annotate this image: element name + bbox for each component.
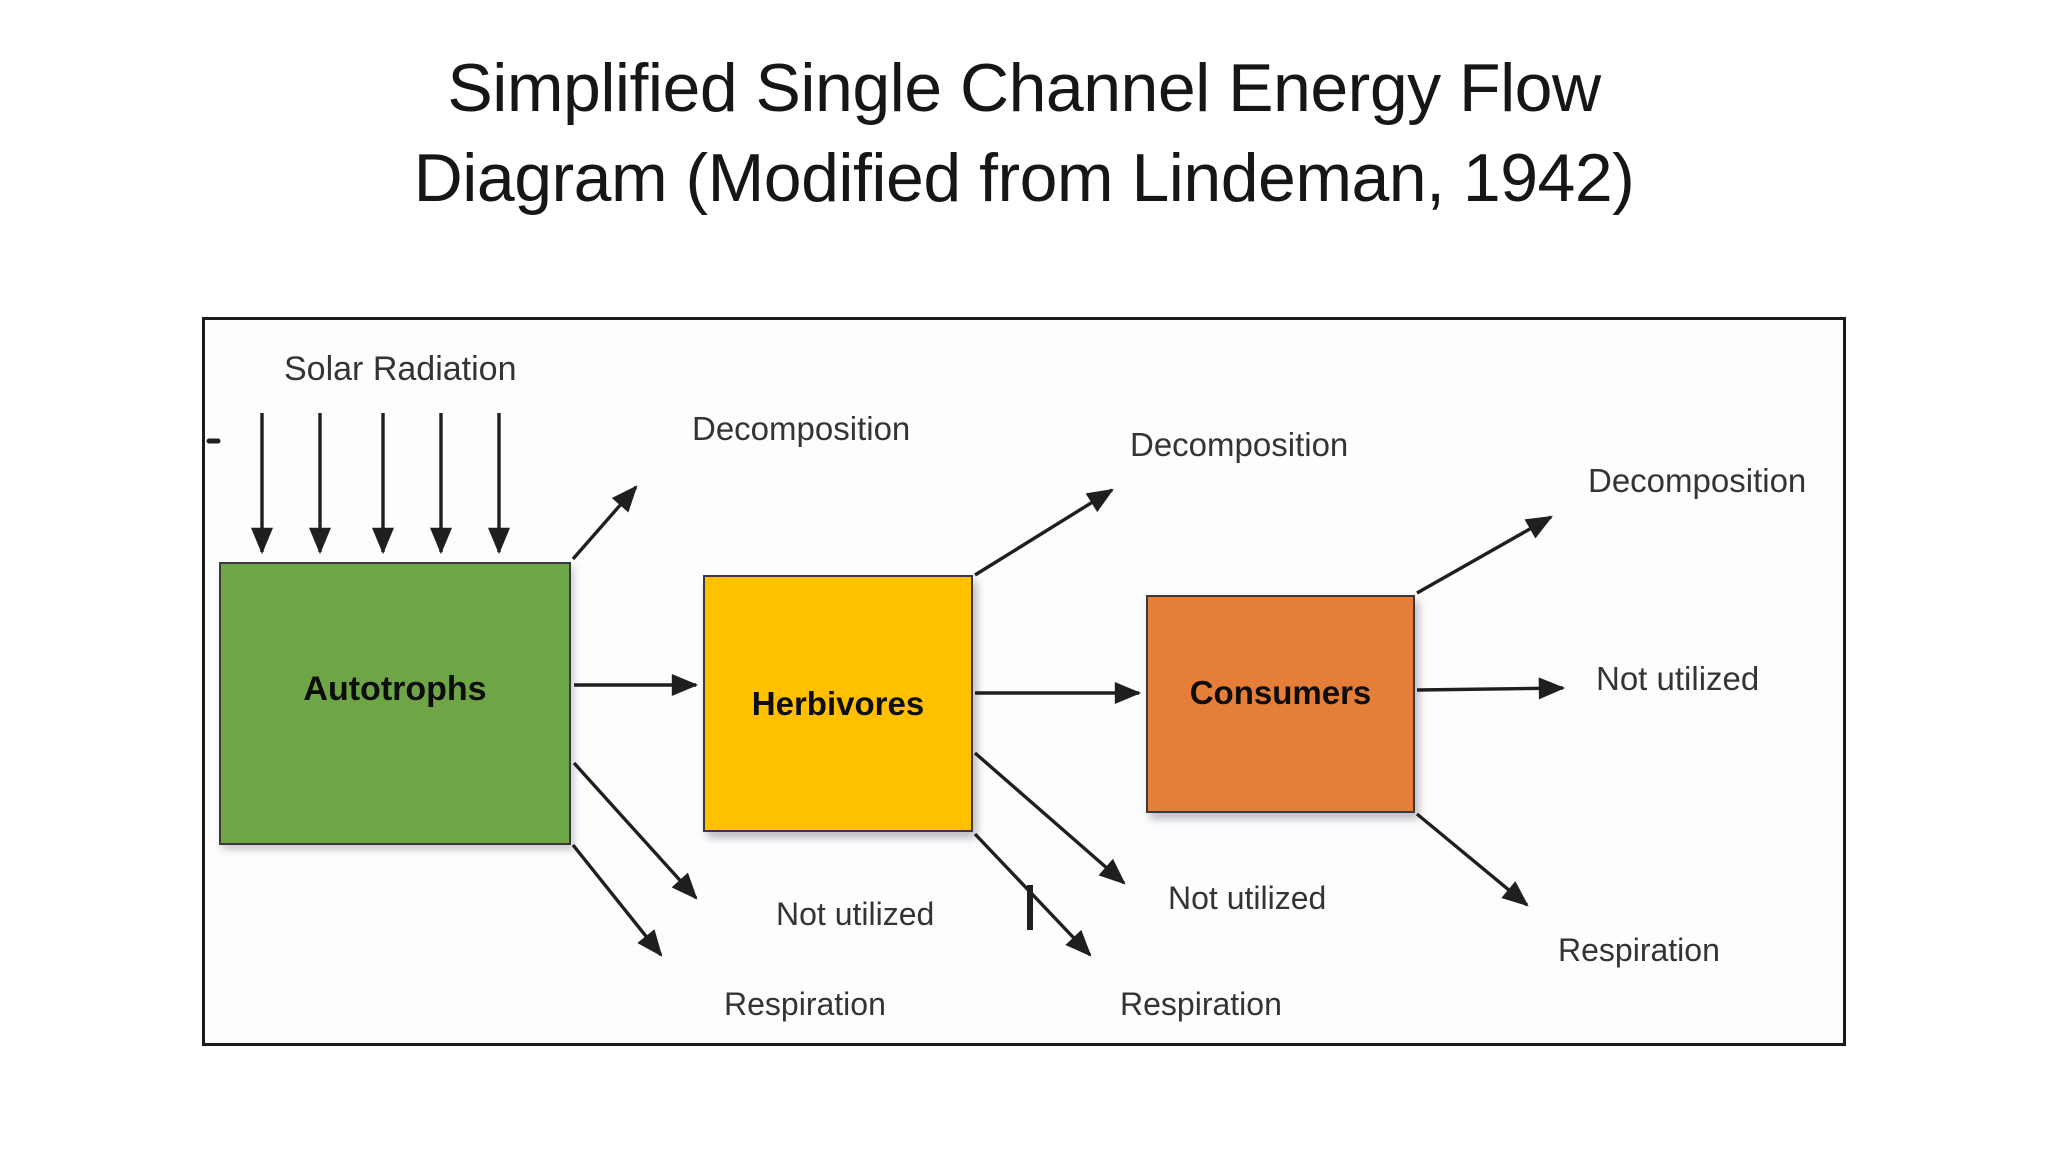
- node-consumers-label: Consumers: [1189, 674, 1372, 711]
- node-autotrophs: Autotrophs: [219, 562, 571, 845]
- page-title-line1: Simplified Single Channel Energy Flow: [447, 50, 1601, 126]
- node-herbivores-label: Herbivores: [751, 684, 925, 722]
- label-not-utilized-consumers: Not utilized: [1596, 660, 1760, 697]
- label-respiration-autotrophs: Respiration: [724, 986, 886, 1022]
- label-solar-radiation: Solar Radiation: [284, 350, 517, 388]
- label-not-utilized-autotrophs: Not utilized: [776, 896, 935, 932]
- label-respiration-herbivores: Respiration: [1120, 986, 1282, 1022]
- label-respiration-consumers: Respiration: [1558, 932, 1720, 968]
- label-decomposition-consumers: Decomposition: [1588, 462, 1807, 499]
- node-herbivores: Herbivores: [703, 575, 973, 832]
- label-not-utilized-herbivores: Not utilized: [1168, 880, 1327, 916]
- label-decomposition-autotrophs: Decomposition: [692, 410, 911, 447]
- node-consumers: Consumers: [1146, 595, 1415, 813]
- node-autotrophs-label: Autotrophs: [303, 670, 487, 708]
- page-title-line2: Diagram (Modified from Lindeman, 1942): [413, 139, 1635, 216]
- page-title: Simplified Single Channel Energy Flow Di…: [0, 44, 2048, 224]
- label-decomposition-herbivores: Decomposition: [1130, 426, 1349, 463]
